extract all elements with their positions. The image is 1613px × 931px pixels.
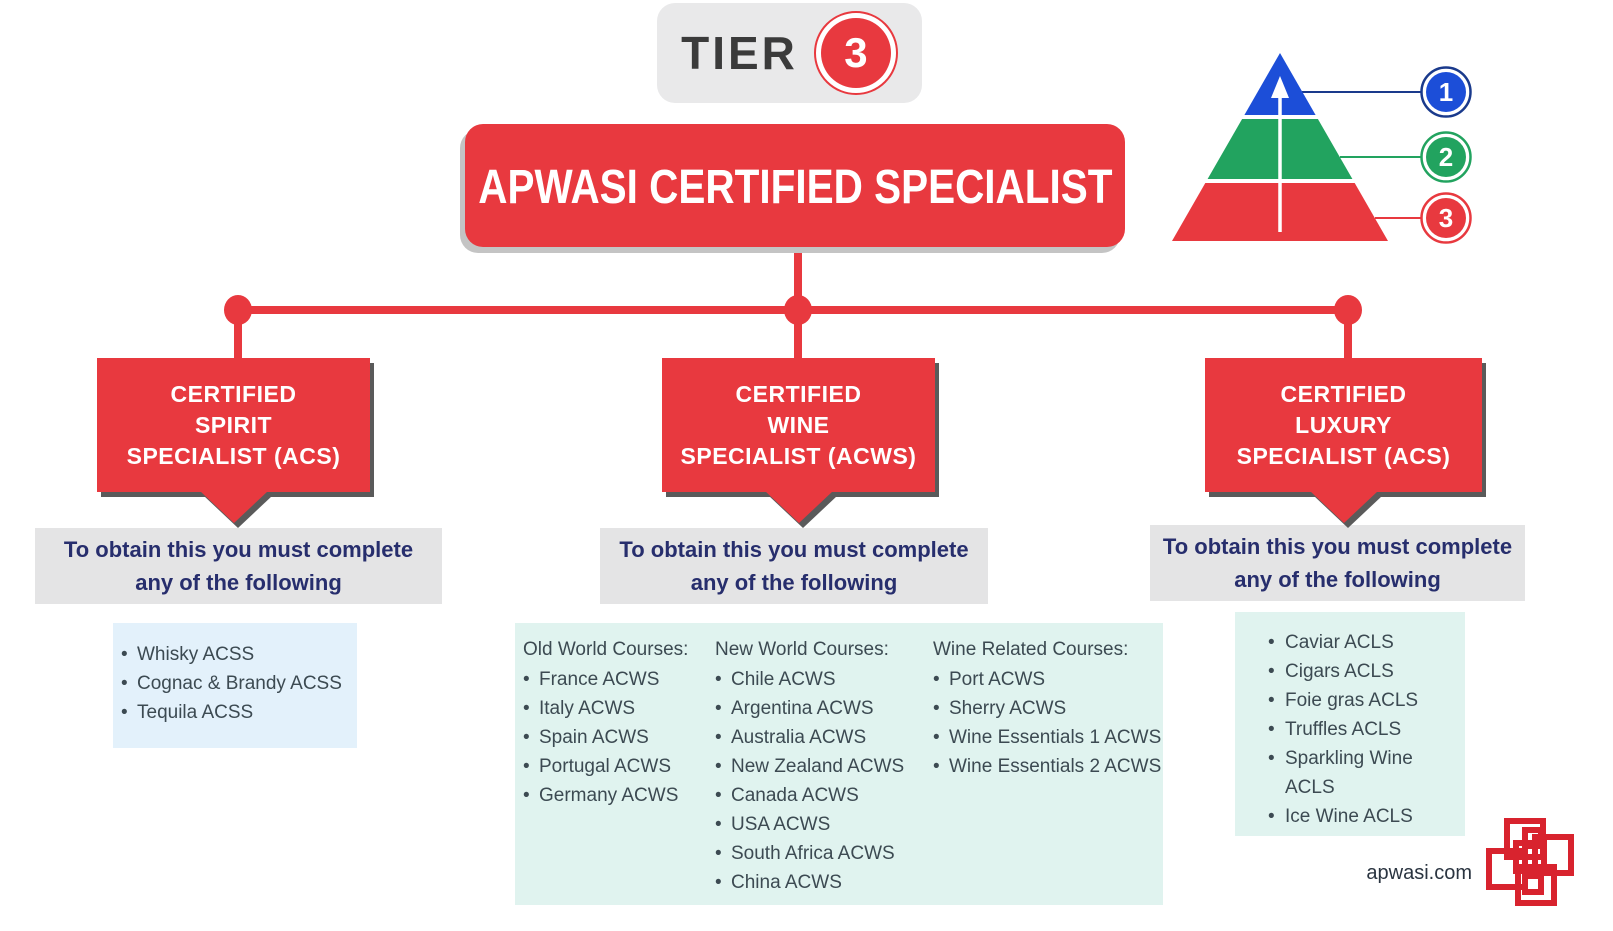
- list-item: Sherry ACWS: [933, 694, 1163, 723]
- list-item: Ice Wine ACLS: [1268, 802, 1461, 831]
- wine-course-list-panel: Old World Courses: France ACWS Italy ACW…: [515, 623, 1163, 905]
- branch-title-line: WINE: [767, 411, 830, 438]
- branch-title-line: SPIRIT: [194, 411, 273, 438]
- arrow-up-icon: [1271, 76, 1289, 98]
- branch-title-line: SPECIALIST (ACWS): [680, 442, 917, 469]
- list-item: Chile ACWS: [715, 665, 933, 694]
- list-item: Spain ACWS: [523, 723, 715, 752]
- list-item: Port ACWS: [933, 665, 1163, 694]
- column-header: New World Courses:: [715, 639, 889, 660]
- legend-number-1: 1: [1439, 77, 1453, 107]
- branch-spirit-bubble: CERTIFIED SPIRIT SPECIALIST (ACS): [97, 358, 370, 492]
- branch-luxury-bubble: CERTIFIED LUXURY SPECIALIST (ACS): [1205, 358, 1482, 492]
- list-item: USA ACWS: [715, 810, 933, 839]
- list-item: Truffles ACLS: [1268, 715, 1461, 744]
- list-item: Wine Essentials 2 ACWS: [933, 752, 1163, 781]
- spirit-course-list-panel: Whisky ACSS Cognac & Brandy ACSS Tequila…: [113, 623, 357, 748]
- list-item: South Africa ACWS: [715, 839, 933, 868]
- luxury-course-list-panel: Caviar ACLS Cigars ACLS Foie gras ACLS T…: [1235, 612, 1465, 836]
- tier-badge: TIER 3: [657, 3, 922, 103]
- instruction-line2: any of the following: [690, 570, 898, 595]
- list-item: Portugal ACWS: [523, 752, 715, 781]
- page-title: APWASI CERTIFIED SPECIALIST: [477, 158, 1113, 213]
- list-item: Cognac & Brandy ACSS: [121, 669, 351, 698]
- instruction-line1: To obtain this you must complete: [1162, 534, 1513, 559]
- instruction-bar-wine: To obtain this you must complete any of …: [600, 528, 988, 604]
- list-item: Whisky ACSS: [121, 640, 351, 669]
- list-item: Canada ACWS: [715, 781, 933, 810]
- list-item: Caviar ACLS: [1268, 628, 1461, 657]
- branch-title-line: CERTIFIED: [1280, 380, 1407, 407]
- instruction-line1: To obtain this you must complete: [63, 537, 414, 562]
- list-item: Cigars ACLS: [1268, 657, 1461, 686]
- branch-title-line: CERTIFIED: [170, 380, 297, 407]
- instruction-line2: any of the following: [1234, 567, 1441, 592]
- list-item: China ACWS: [715, 868, 933, 897]
- legend-number-3: 3: [1439, 203, 1453, 233]
- list-item: Sparkling Wine ACLS: [1268, 744, 1461, 802]
- branch-wine-bubble: CERTIFIED WINE SPECIALIST (ACWS): [662, 358, 935, 492]
- instruction-bar-spirit: To obtain this you must complete any of …: [35, 528, 442, 604]
- wine-related-column: Wine Related Courses: Port ACWS Sherry A…: [933, 635, 1163, 905]
- instruction-bar-luxury: To obtain this you must complete any of …: [1150, 525, 1525, 601]
- tier-label: TIER: [681, 27, 798, 79]
- list-item: Foie gras ACLS: [1268, 686, 1461, 715]
- tier-number-ring: 3: [813, 11, 898, 95]
- list-item: France ACWS: [523, 665, 715, 694]
- list-item: Germany ACWS: [523, 781, 715, 810]
- apwasi-logo-icon: [1486, 818, 1574, 906]
- column-header: Wine Related Courses:: [933, 639, 1129, 660]
- instruction-line1: To obtain this you must complete: [619, 537, 969, 562]
- old-world-column: Old World Courses: France ACWS Italy ACW…: [523, 635, 715, 905]
- main-header-box: APWASI CERTIFIED SPECIALIST: [465, 124, 1125, 247]
- instruction-line2: any of the following: [135, 570, 342, 595]
- tier-pyramid: 1 2 3: [1172, 53, 1472, 244]
- list-item: Italy ACWS: [523, 694, 715, 723]
- new-world-column: New World Courses: Chile ACWS Argentina …: [715, 635, 933, 905]
- legend-number-2: 2: [1439, 142, 1453, 172]
- website-label: apwasi.com: [1366, 862, 1472, 884]
- tier-number: 3: [844, 29, 868, 76]
- list-item: Australia ACWS: [715, 723, 933, 752]
- branch-title-line: CERTIFIED: [735, 380, 862, 407]
- list-item: Tequila ACSS: [121, 698, 351, 727]
- list-item: Wine Essentials 1 ACWS: [933, 723, 1163, 752]
- branch-title-line: SPECIALIST (ACS): [126, 442, 341, 469]
- branch-title-line: SPECIALIST (ACS): [1236, 442, 1451, 469]
- branch-title-line: LUXURY: [1295, 411, 1392, 438]
- list-item: New Zealand ACWS: [715, 752, 933, 781]
- tier-number-circle: 3: [820, 18, 891, 88]
- list-item: Argentina ACWS: [715, 694, 933, 723]
- column-header: Old World Courses:: [523, 639, 689, 660]
